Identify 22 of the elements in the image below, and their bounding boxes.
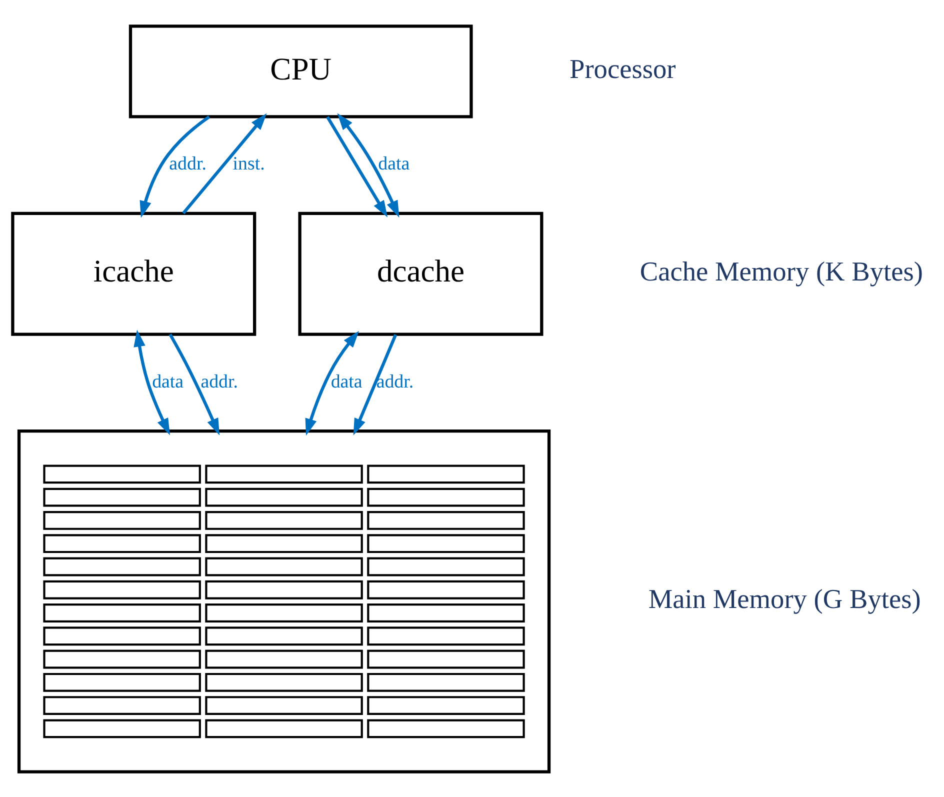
arrow bbox=[134, 329, 170, 435]
arrow bbox=[182, 112, 267, 214]
edge-label: addr. bbox=[169, 153, 206, 174]
edge-label: inst. bbox=[232, 153, 265, 174]
node-box: icache bbox=[11, 211, 256, 336]
edge-label: addr. bbox=[200, 370, 238, 392]
label: Cache Memory (K Bytes) bbox=[640, 256, 923, 286]
label: Processor bbox=[570, 54, 676, 84]
label: Main Memory (G Bytes) bbox=[648, 584, 921, 614]
edge-label: addr. bbox=[376, 370, 414, 392]
edge-label: data bbox=[378, 153, 410, 174]
arrow bbox=[305, 330, 360, 436]
node-box bbox=[17, 429, 551, 773]
edge-label: data bbox=[152, 370, 184, 392]
arrow bbox=[140, 114, 210, 218]
arrow bbox=[168, 333, 220, 435]
node-box: CPU bbox=[128, 24, 473, 118]
edge-label: data bbox=[330, 370, 362, 392]
arrow bbox=[353, 334, 398, 435]
arrow bbox=[326, 116, 388, 217]
arrow bbox=[337, 112, 400, 218]
node-box: dcache bbox=[298, 211, 544, 336]
